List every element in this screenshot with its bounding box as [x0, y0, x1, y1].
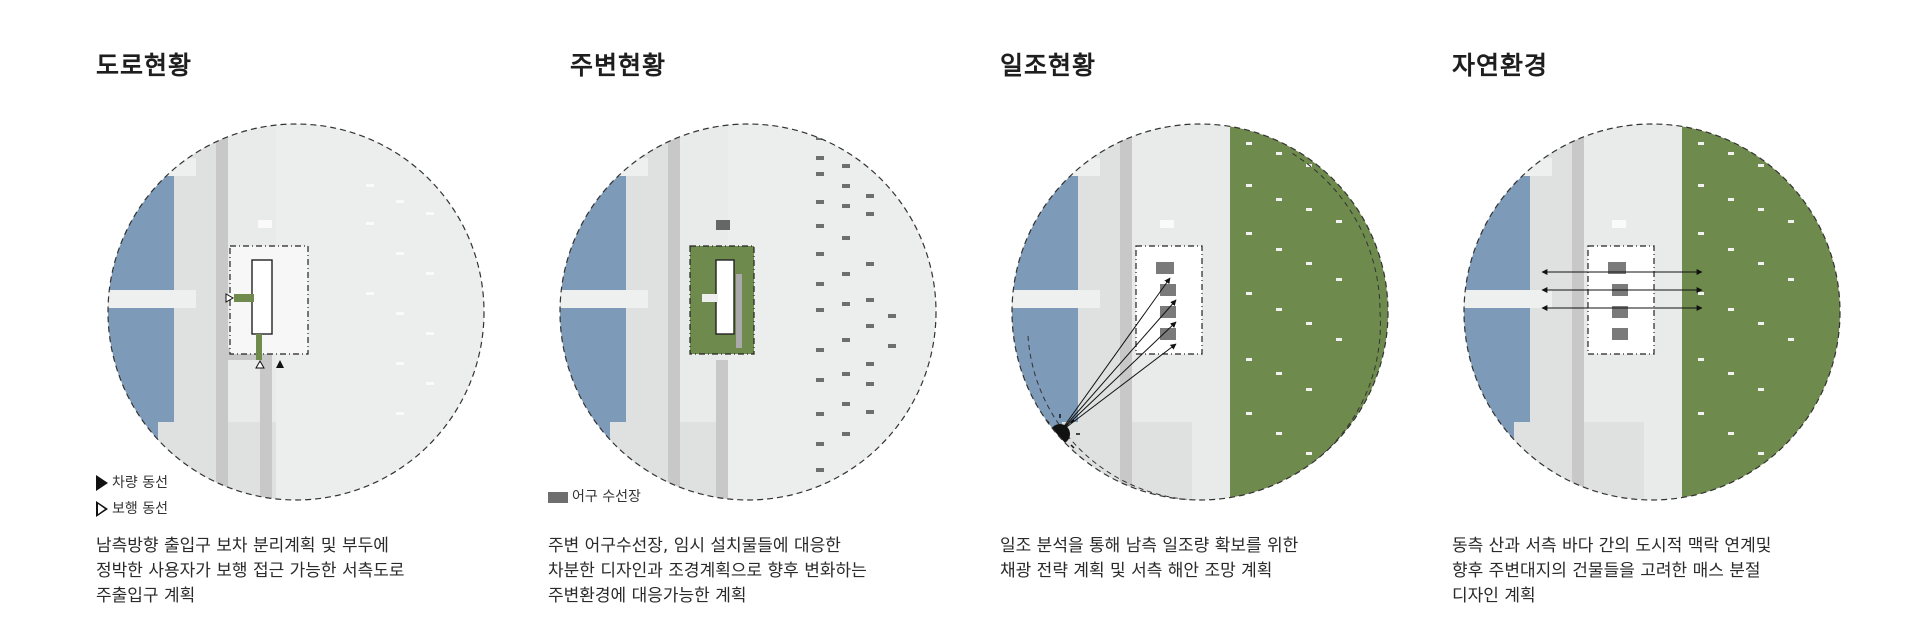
panel-natural-environment: 자연환경: [1452, 0, 1920, 644]
pedestrian-marker: [255, 359, 265, 369]
legend-item: 보행 동선: [96, 496, 168, 522]
pier: [108, 290, 196, 308]
repair-yard-blocks: [716, 136, 896, 472]
panel-title: 도로현황: [96, 51, 193, 80]
panel-description: 일조 분석을 통해 남측 일조량 확보를 위한 채광 전략 계획 및 서측 해안…: [1000, 536, 1299, 581]
mountain-green: [1230, 124, 1388, 500]
gray-swatch-icon: [548, 491, 568, 503]
panel-title: 일조현황: [1000, 51, 1097, 80]
diagram-circle: [1463, 123, 1841, 501]
west-road: [216, 124, 228, 500]
mountain-green: [1682, 124, 1840, 500]
diagram-circle: [559, 123, 937, 501]
panel-title: 주변현황: [570, 51, 667, 80]
outline-triangle-icon: [96, 501, 108, 517]
sunlight-diagram: [1011, 123, 1389, 501]
panel-road-status: 도로현황: [96, 0, 566, 644]
panel-title: 자연환경: [1452, 51, 1549, 80]
panel-description: 주변 어구수선장, 임시 설치물들에 대응한 차분한 디자인과 조경계획으로 향…: [548, 536, 867, 606]
pedestrian-marker: [225, 293, 235, 303]
diagram-circle: [1011, 123, 1389, 501]
surroundings-diagram: [559, 123, 937, 501]
mountain-buildings: [1698, 142, 1794, 455]
panel-surroundings: 주변현황: [548, 0, 1018, 644]
neighbor-blocks: [366, 184, 434, 415]
building-mass: [715, 259, 735, 335]
building-mass: [251, 259, 273, 335]
panel-sunlight: 일조현황: [1000, 0, 1470, 644]
legend: 차량 동선 보행 동선: [96, 470, 168, 522]
south-road: [260, 360, 272, 500]
context-arrows: [1541, 269, 1703, 311]
filled-triangle-icon: [96, 475, 108, 491]
legend-item: 어구 수선장: [548, 484, 641, 510]
panel-description: 동측 산과 서측 바다 간의 도시적 맥락 연계및 향후 주변대지의 건물들을 …: [1452, 536, 1772, 606]
pier: [108, 158, 196, 176]
road-status-diagram: [107, 123, 485, 501]
sun-rays: [1059, 277, 1177, 433]
legend-item: 차량 동선: [96, 470, 168, 496]
legend: 어구 수선장: [548, 484, 641, 510]
panel-description: 남측방향 출입구 보차 분리계획 및 부두에 정박한 사용자가 보행 접근 가능…: [96, 536, 405, 606]
vehicle-marker: [276, 360, 284, 368]
natural-environment-diagram: [1463, 123, 1841, 501]
diagram-circle: [107, 123, 485, 501]
